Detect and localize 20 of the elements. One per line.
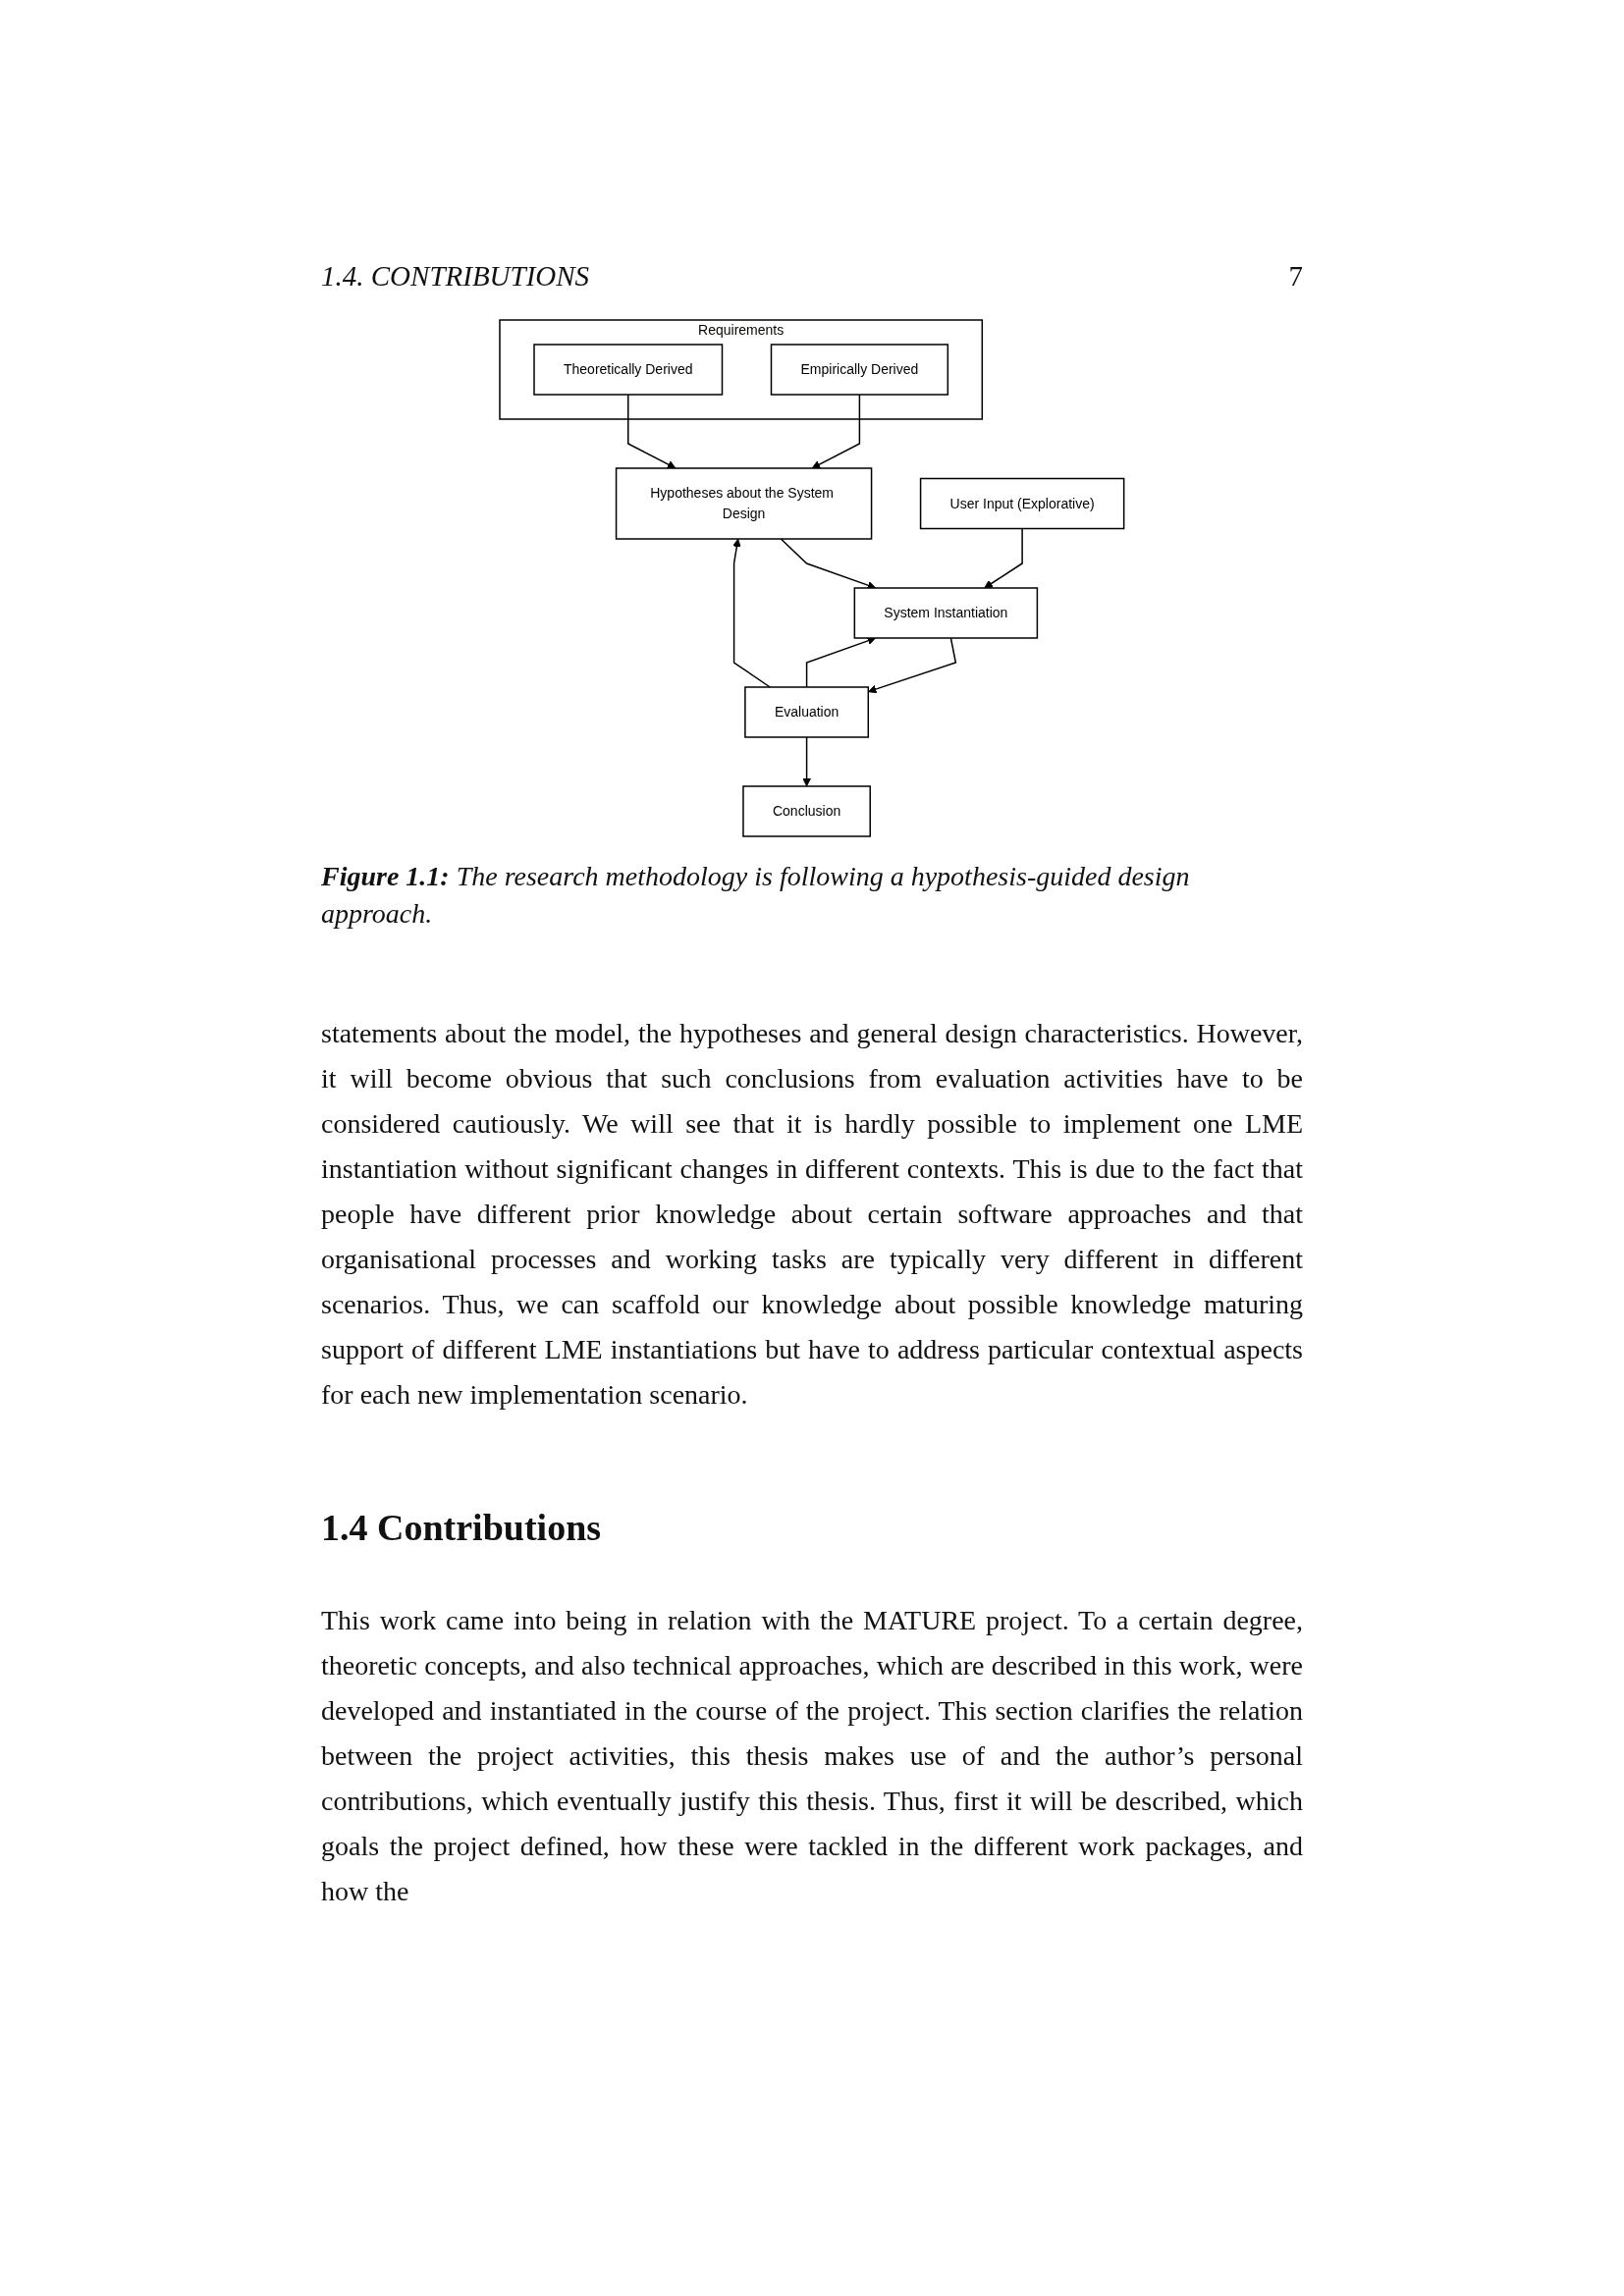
running-header: 1.4. CONTRIBUTIONS xyxy=(321,260,590,293)
paragraph: This work came into being in relation with the MATURE project. To a certain degree, theoretic concepts, and also technical approaches, which are described in this work, were developed and instantiated in the course of the project. This section clarifies the relation between the project activities, this thesis makes use of and the author’s personal contributions, which eventually justify this thesis. Thus, first it will be described, which goals the project defined, how these were tackled in the different work packages, and how the xyxy=(321,1603,1303,1908)
arrow xyxy=(780,538,877,590)
node-box: System Instantiation xyxy=(853,587,1039,639)
arrow xyxy=(627,394,677,469)
arrow xyxy=(732,538,772,688)
page-number: 7 xyxy=(1288,260,1303,293)
section-heading: 1.4 Contributions xyxy=(321,1505,603,1549)
node-box: Empirically Derived xyxy=(770,344,949,396)
node-box: Hypotheses about the System Design xyxy=(616,467,873,540)
arrow xyxy=(984,527,1024,589)
arrow xyxy=(802,736,812,787)
node-box: Evaluation xyxy=(744,686,870,738)
paragraph: statements about the model, the hypotheses and general design characteristics. However, it will become obvious that such conclusions from evaluation activities have to be considered cautiously. We will see that it is hardly possible to implement one LME instantiation without significant changes in different contexts. This is due to the fact that people have different prior knowledge about certain software approaches and that organisational processes and working tasks are typically very different in different scenarios. Thus, we can scaffold our knowledge about possible knowledge maturing support of different LME instantiations but have to address particular contextual aspects for each new implementation scenario. xyxy=(321,1016,1303,1412)
node-box: Conclusion xyxy=(742,785,872,837)
figure-caption: Figure 1.1: The research methodology is following a hypothesis-guided design approach. xyxy=(321,860,1191,931)
node-box: Theoretically Derived xyxy=(533,344,724,396)
arrow xyxy=(811,394,861,469)
arrow xyxy=(868,637,957,694)
node-box: User Input (Explorative) xyxy=(920,477,1125,530)
